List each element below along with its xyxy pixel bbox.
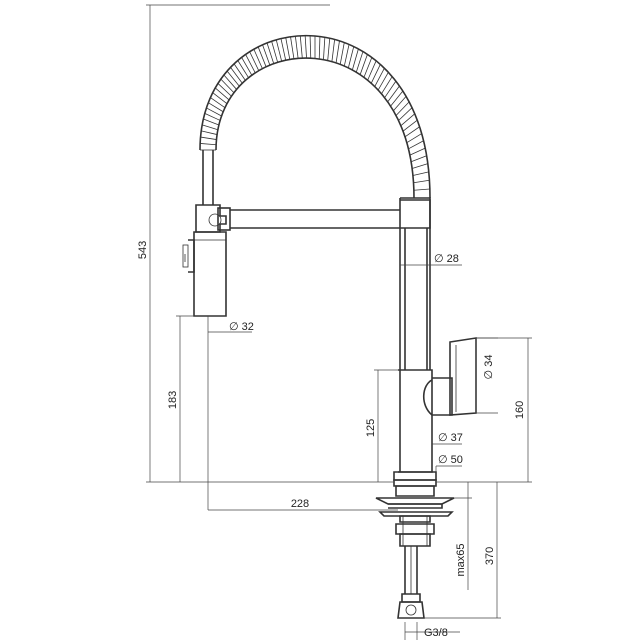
coil-tick xyxy=(275,39,283,62)
coil-tick xyxy=(200,143,217,146)
spray-tube xyxy=(202,150,214,205)
thread-label: G3/8 xyxy=(424,627,448,639)
handle-height-label: 160 xyxy=(514,401,526,419)
coil-tick xyxy=(402,119,418,132)
hose-length-label: 370 xyxy=(484,547,496,565)
coil-tick xyxy=(233,63,246,81)
coil-tick xyxy=(412,163,428,169)
flexible-hoses xyxy=(397,546,425,619)
coil-tick xyxy=(339,42,345,65)
coil-tick xyxy=(245,54,256,74)
coil-tick xyxy=(351,48,359,71)
coil-tick xyxy=(331,39,336,62)
coil-tick xyxy=(406,133,422,144)
coil-tick xyxy=(280,38,287,61)
main-column xyxy=(398,197,433,473)
coil-spring xyxy=(199,34,431,199)
coil-tick xyxy=(370,64,381,84)
coil-tick xyxy=(241,57,253,76)
coil-tick xyxy=(395,101,410,116)
dimension-labels: 543 ∅ 32 183 228 ∅ 28 ∅ 34 125 ∅ 37 ∅ 50… xyxy=(137,241,526,639)
coil-tick xyxy=(226,70,240,87)
coil-tick xyxy=(249,51,260,71)
reach-label: 228 xyxy=(291,498,309,510)
coil-tick xyxy=(217,83,232,97)
coil-tick xyxy=(210,97,226,108)
coil-tick xyxy=(212,92,228,105)
coil-tick xyxy=(230,67,243,84)
coil-tick xyxy=(363,57,373,78)
coil-tick xyxy=(393,96,407,112)
coil-tick xyxy=(413,179,430,184)
coil-tick xyxy=(208,102,224,113)
coil-tick xyxy=(285,37,291,60)
total-height-label: 543 xyxy=(137,241,149,259)
coil-tick xyxy=(318,36,321,60)
coil-tick xyxy=(323,37,326,60)
coil-tick xyxy=(237,60,249,78)
coil-tick xyxy=(223,74,237,90)
coil-tick xyxy=(404,126,420,138)
coil-tick xyxy=(204,113,221,121)
coil-tick xyxy=(290,36,295,59)
coil-tick xyxy=(408,140,424,150)
coil-tick xyxy=(374,68,385,87)
coil-tick xyxy=(294,36,299,59)
base-diameter-label: ∅ 50 xyxy=(438,454,463,466)
coil-tick xyxy=(202,124,218,131)
coil-tick xyxy=(262,44,271,66)
coil-tick xyxy=(214,87,230,101)
spray-diameter-label: ∅ 32 xyxy=(229,321,254,333)
coil-tick xyxy=(384,80,397,98)
handle-diameter-label: ∅ 34 xyxy=(483,355,495,380)
faucet-outline xyxy=(182,34,477,619)
coil-tick xyxy=(412,171,429,176)
coil-tick xyxy=(343,44,350,67)
faucet-base xyxy=(375,471,455,547)
spray-height-label: 183 xyxy=(167,391,179,409)
coil-tick xyxy=(347,46,355,69)
coil-tick xyxy=(266,42,275,64)
body-diameter-label: ∅ 37 xyxy=(438,432,463,444)
coil-tick xyxy=(410,155,427,163)
coil-tick xyxy=(304,35,307,59)
coil-tick xyxy=(413,188,430,191)
coil-tick xyxy=(201,130,218,135)
coil-tick xyxy=(409,147,426,156)
coil-tick xyxy=(400,113,416,127)
coil-tick xyxy=(299,35,303,59)
coil-tick xyxy=(257,46,267,67)
coil-tick xyxy=(253,49,263,69)
body-height-label: 125 xyxy=(365,419,377,437)
coil-tick xyxy=(200,136,217,140)
coil-tick xyxy=(398,107,413,121)
coil-tick xyxy=(355,51,364,73)
coil-tick xyxy=(206,107,222,117)
coil-tick xyxy=(220,78,235,94)
coil-tick xyxy=(359,54,368,75)
spout-arm xyxy=(226,209,400,229)
coil-tick xyxy=(327,38,331,61)
coil-tick xyxy=(203,118,220,126)
coil-tick xyxy=(367,60,377,81)
dimension-lines xyxy=(146,4,532,640)
coil-tick xyxy=(271,41,279,63)
spout-diameter-label: ∅ 28 xyxy=(434,253,459,265)
deck-thickness-label: max65 xyxy=(455,543,467,576)
coil-tick xyxy=(387,85,400,103)
coil-tick xyxy=(309,35,312,59)
coil-tick xyxy=(390,90,404,107)
coil-tick xyxy=(335,40,340,63)
coil-tick xyxy=(377,72,389,91)
coil-tick xyxy=(381,76,393,94)
spray-head xyxy=(182,204,227,317)
